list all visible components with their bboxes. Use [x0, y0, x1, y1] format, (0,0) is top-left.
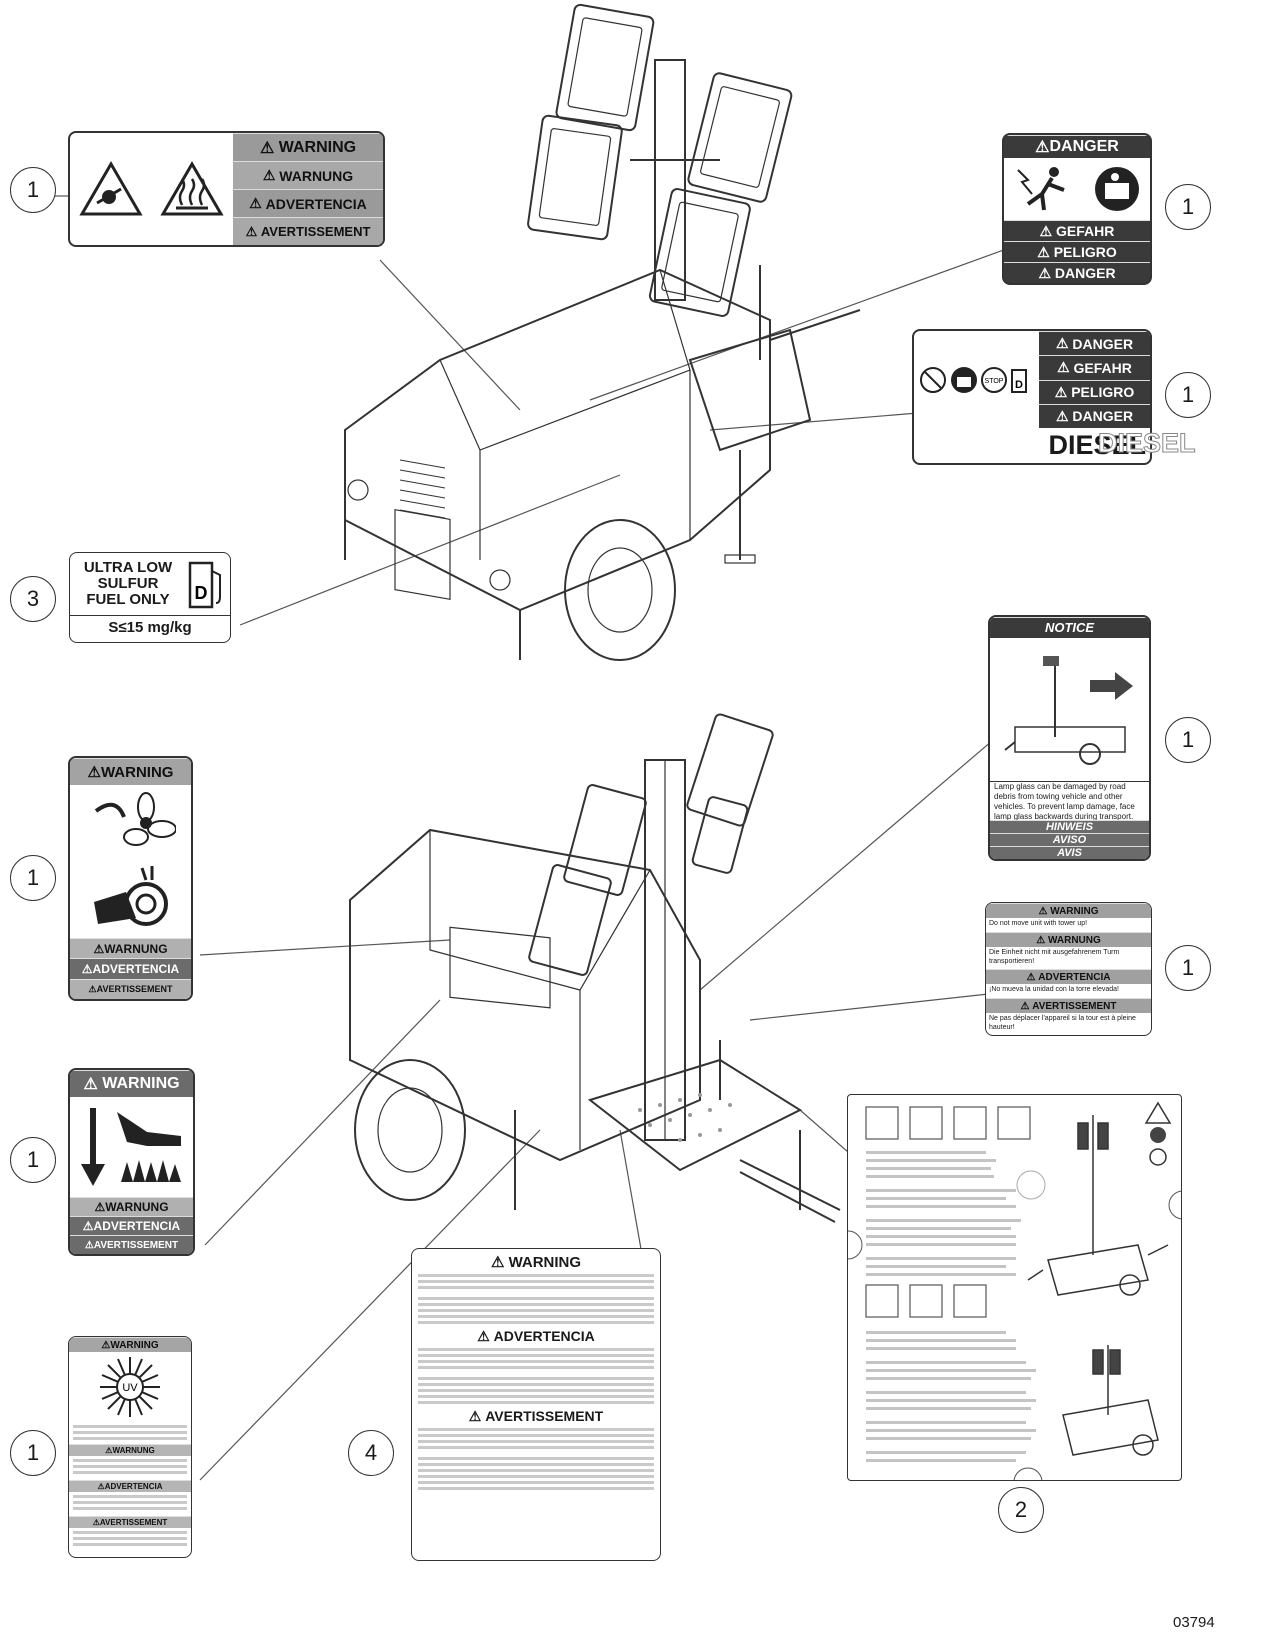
callout-1: 1 [1165, 717, 1211, 763]
callout-1: 1 [10, 1137, 56, 1183]
belt-entanglement-icon [93, 866, 168, 927]
gefahr-text: GEFAHR [1056, 223, 1115, 239]
crush-hazard-icon [70, 1097, 193, 1197]
read-manual-icon [950, 366, 977, 393]
diesel-pump-icon: D [1011, 368, 1028, 393]
callout-3: 3 [10, 576, 56, 622]
label-operating-instructions [847, 1094, 1182, 1481]
warnung-text: WARNUNG [112, 1446, 155, 1455]
label-uv-warning: ⚠WARNING UV ⚠WARNUNG ⚠ADVERTENCIA ⚠AVERT… [68, 1336, 192, 1558]
svg-text:D: D [195, 583, 208, 603]
hot-surface-icon [160, 161, 224, 216]
avertissement-text: AVERTISSEMENT [96, 984, 173, 995]
label-chemical-warning: ⚠ WARNING ⚠ ADVERTENCIA ⚠ AVERTISSEMENT [411, 1248, 661, 1561]
warning-text: WARNING [100, 763, 174, 781]
chem-heading-en: ⚠ WARNING [490, 1254, 582, 1271]
fan-blade-icon [94, 791, 176, 846]
label-crush-hazard-warning: ⚠ WARNING ⚠WARNUNG ⚠ADVERTENCIA ⚠AVERTIS… [68, 1068, 195, 1256]
peligro-text: PELIGRO [1071, 384, 1135, 401]
label-pictograms [70, 133, 233, 245]
fuel-line-3: FUEL ONLY [86, 591, 170, 608]
no-flame-icon [919, 366, 946, 393]
notice-illustration [990, 638, 1149, 781]
tower-text-de: Die Einheit nicht mit ausgefahrenem Turm… [989, 949, 1120, 965]
tower-text-en: Do not move unit with tower up! [989, 920, 1088, 927]
stop-engine-icon: STOP [981, 366, 1008, 393]
peligro-text: PELIGRO [1053, 244, 1117, 260]
advertencia-text: ADVERTENCIA [93, 1219, 181, 1233]
danger-text: DANGER [1049, 138, 1119, 155]
diesel-pump-icon: D [188, 561, 221, 609]
callout-1: 1 [10, 855, 56, 901]
label-fan-belt-warning: ⚠WARNING ⚠WARNUNG ⚠ADVERTENCIA ⚠AVERTISS… [68, 756, 193, 1001]
label-language-bands: ⚠ DANGER ⚠ GEFAHR ⚠ PELIGRO ⚠ DANGER [1039, 331, 1150, 428]
avis-text: AVIS [990, 846, 1149, 859]
diesel-text-outline: DIESEL [1098, 428, 1197, 459]
avertissement-text: AVERTISSEMENT [1032, 1000, 1117, 1012]
diesel-banner: DIESEL [914, 428, 1150, 463]
warnung-text: WARNUNG [279, 167, 354, 184]
warning-text: WARNING [102, 1075, 180, 1092]
label-tower-transport-warning: ⚠ WARNING Do not move unit with tower up… [985, 902, 1152, 1036]
tower-text-es: ¡No mueva la unidad con la torre elevada… [989, 986, 1119, 993]
advertencia-text: ADVERTENCIA [265, 195, 367, 212]
uv-text: UV [122, 1382, 138, 1394]
hinweis-text: HINWEIS [990, 820, 1149, 833]
light-tower-top-view [344, 3, 861, 661]
fuel-line-2: SULFUR [97, 575, 159, 592]
advertencia-text: ADVERTENCIA [92, 961, 180, 976]
label-diesel-danger: STOP D ⚠ DANGER ⚠ GEFAHR ⚠ PELIGRO ⚠ DAN… [912, 329, 1152, 465]
label-hot-surface-warning: ⚠ WARNING ⚠ WARNUNG ⚠ ADVERTENCIA ⚠ AVER… [68, 131, 385, 247]
label-notice-lamp-glass: NOTICE Lamp glass can be damaged by road… [988, 615, 1151, 861]
aviso-text: AVISO [990, 833, 1149, 846]
callout-1: 1 [1165, 945, 1211, 991]
chem-heading-es: ⚠ ADVERTENCIA [477, 1328, 595, 1344]
label-language-bands: ⚠ WARNING ⚠ WARNUNG ⚠ ADVERTENCIA ⚠ AVER… [233, 133, 383, 245]
warning-text: WARNING [1050, 905, 1099, 917]
warning-text: WARNING [110, 1339, 159, 1351]
warnung-text: WARNUNG [1047, 934, 1101, 946]
warning-text: WARNING [278, 138, 357, 156]
instruction-sheet-graphics [848, 1101, 1181, 1480]
advertencia-text: ADVERTENCIA [104, 1482, 163, 1491]
electrocution-icon [1016, 167, 1065, 211]
fuel-line-1: ULTRA LOW [83, 559, 173, 576]
callout-1: 1 [1165, 184, 1211, 230]
callout-1: 1 [10, 1430, 56, 1476]
warnung-text: WARNUNG [104, 941, 168, 956]
svg-text:D: D [1015, 379, 1023, 391]
label-danger-electrocution: ⚠DANGER ⚠ GEFAHR ⚠ PELIGRO ⚠ DANGER [1002, 133, 1152, 285]
danger-text: DANGER [1072, 335, 1134, 352]
svg-text:STOP: STOP [985, 378, 1004, 385]
advertencia-text: ADVERTENCIA [1038, 971, 1111, 983]
avertissement-text: AVERTISSEMENT [260, 224, 371, 239]
label-ultra-low-sulfur: ULTRA LOW SULFUR FUEL ONLY D S≤15 mg/kg [69, 552, 231, 643]
diesel-text: DIESEL [1048, 430, 1146, 460]
read-manual-icon [1094, 167, 1139, 211]
warnung-text: WARNUNG [105, 1200, 169, 1214]
callout-1: 1 [1165, 372, 1211, 418]
danger-text-fr: DANGER [1054, 265, 1116, 281]
entanglement-icon [79, 161, 143, 216]
uv-icon: UV [69, 1352, 191, 1422]
notice-text: Lamp glass can be damaged by road debris… [990, 781, 1149, 821]
avertissement-text: AVERTISSEMENT [99, 1518, 168, 1527]
label-pictograms: STOP D [914, 331, 1039, 428]
notice-title: NOTICE [990, 617, 1149, 638]
fuel-spec: S≤15 mg/kg [70, 615, 230, 640]
label-pictograms [1004, 158, 1150, 220]
figure-number: 03794 [1173, 1614, 1215, 1631]
label-pictograms [70, 785, 191, 938]
callout-1: 1 [10, 167, 56, 213]
danger-text-fr: DANGER [1072, 408, 1134, 425]
callout-2: 2 [998, 1487, 1044, 1533]
tower-text-fr: Ne pas déplacer l'appareil si la tour es… [989, 1015, 1136, 1031]
avertissement-text: AVERTISSEMENT [93, 1239, 179, 1251]
gefahr-text: GEFAHR [1073, 359, 1132, 376]
callout-4: 4 [348, 1430, 394, 1476]
chem-heading-fr: ⚠ AVERTISSEMENT [468, 1408, 604, 1424]
light-tower-bottom-view [349, 713, 841, 1223]
